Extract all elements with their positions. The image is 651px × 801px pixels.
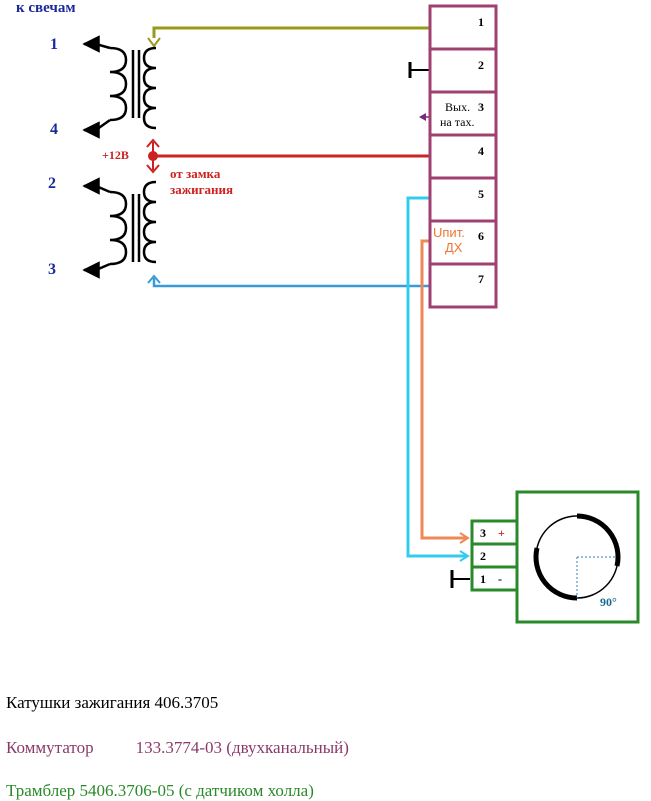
wire-pin7-coil (152, 278, 430, 288)
legend-coils: Катушки зажигания 406.3705 (6, 693, 219, 712)
from-ignition-lock-label-2: зажигания (170, 182, 233, 197)
hall-shutter-top (576, 513, 621, 567)
legend-commutator-model: 133.3774-03 (двухканальный) (135, 738, 349, 757)
commutator-pin-3-sub: на тах. (440, 115, 474, 129)
distributor-pin-1: 1 (480, 572, 486, 586)
from-ignition-lock-label: от замка (170, 166, 221, 181)
plus12v-label: +12В (102, 148, 129, 162)
legend-commutator: Коммутатор 133.3774-03 (двухканальный) (6, 738, 349, 758)
commutator-block (428, 4, 498, 309)
coil-terminal-1: 1 (50, 36, 58, 53)
ignition-coil-lower (82, 177, 157, 279)
commutator-pin-2: 2 (478, 58, 484, 72)
wire-pin6-hall-power (420, 239, 466, 540)
distributor-pin-1-sign: - (498, 572, 502, 586)
supply-node (148, 151, 158, 161)
hall-angle-label: 90° (600, 595, 617, 609)
coil-terminal-2: 2 (48, 175, 56, 192)
commutator-pin-3: 3 (478, 100, 484, 114)
commutator-pin-5: 5 (478, 187, 484, 201)
ignition-coil-upper (82, 35, 157, 139)
distributor-block (470, 490, 640, 624)
commutator-pin-7: 7 (478, 272, 484, 286)
tach-output-arrow (419, 113, 426, 121)
hall-supply-label-2: ДХ (445, 240, 463, 255)
wire-pin1-coil (152, 26, 430, 38)
distributor-pin-2: 2 (480, 549, 486, 563)
commutator-pin-6: 6 (478, 229, 484, 243)
coil-terminal-4: 4 (50, 121, 58, 138)
distributor-pin-3-sign: + (498, 526, 505, 540)
hall-supply-label: Uпит. (433, 225, 465, 240)
hall-shutter-bottom (533, 547, 578, 601)
coil-terminal-3: 3 (48, 261, 56, 278)
commutator-pin-4: 4 (478, 144, 484, 158)
distributor-pin-3: 3 (480, 526, 486, 540)
to-plugs-label: к свечам (16, 0, 76, 16)
legend-distributor: Трамблер 5406.3706-05 (с датчиком холла) (6, 781, 314, 800)
commutator-pin-1: 1 (478, 15, 484, 29)
wire-pin5-hall (406, 196, 466, 558)
legend-commutator-name: Коммутатор (6, 738, 94, 757)
commutator-pin-3-text: Вых. (445, 100, 470, 114)
